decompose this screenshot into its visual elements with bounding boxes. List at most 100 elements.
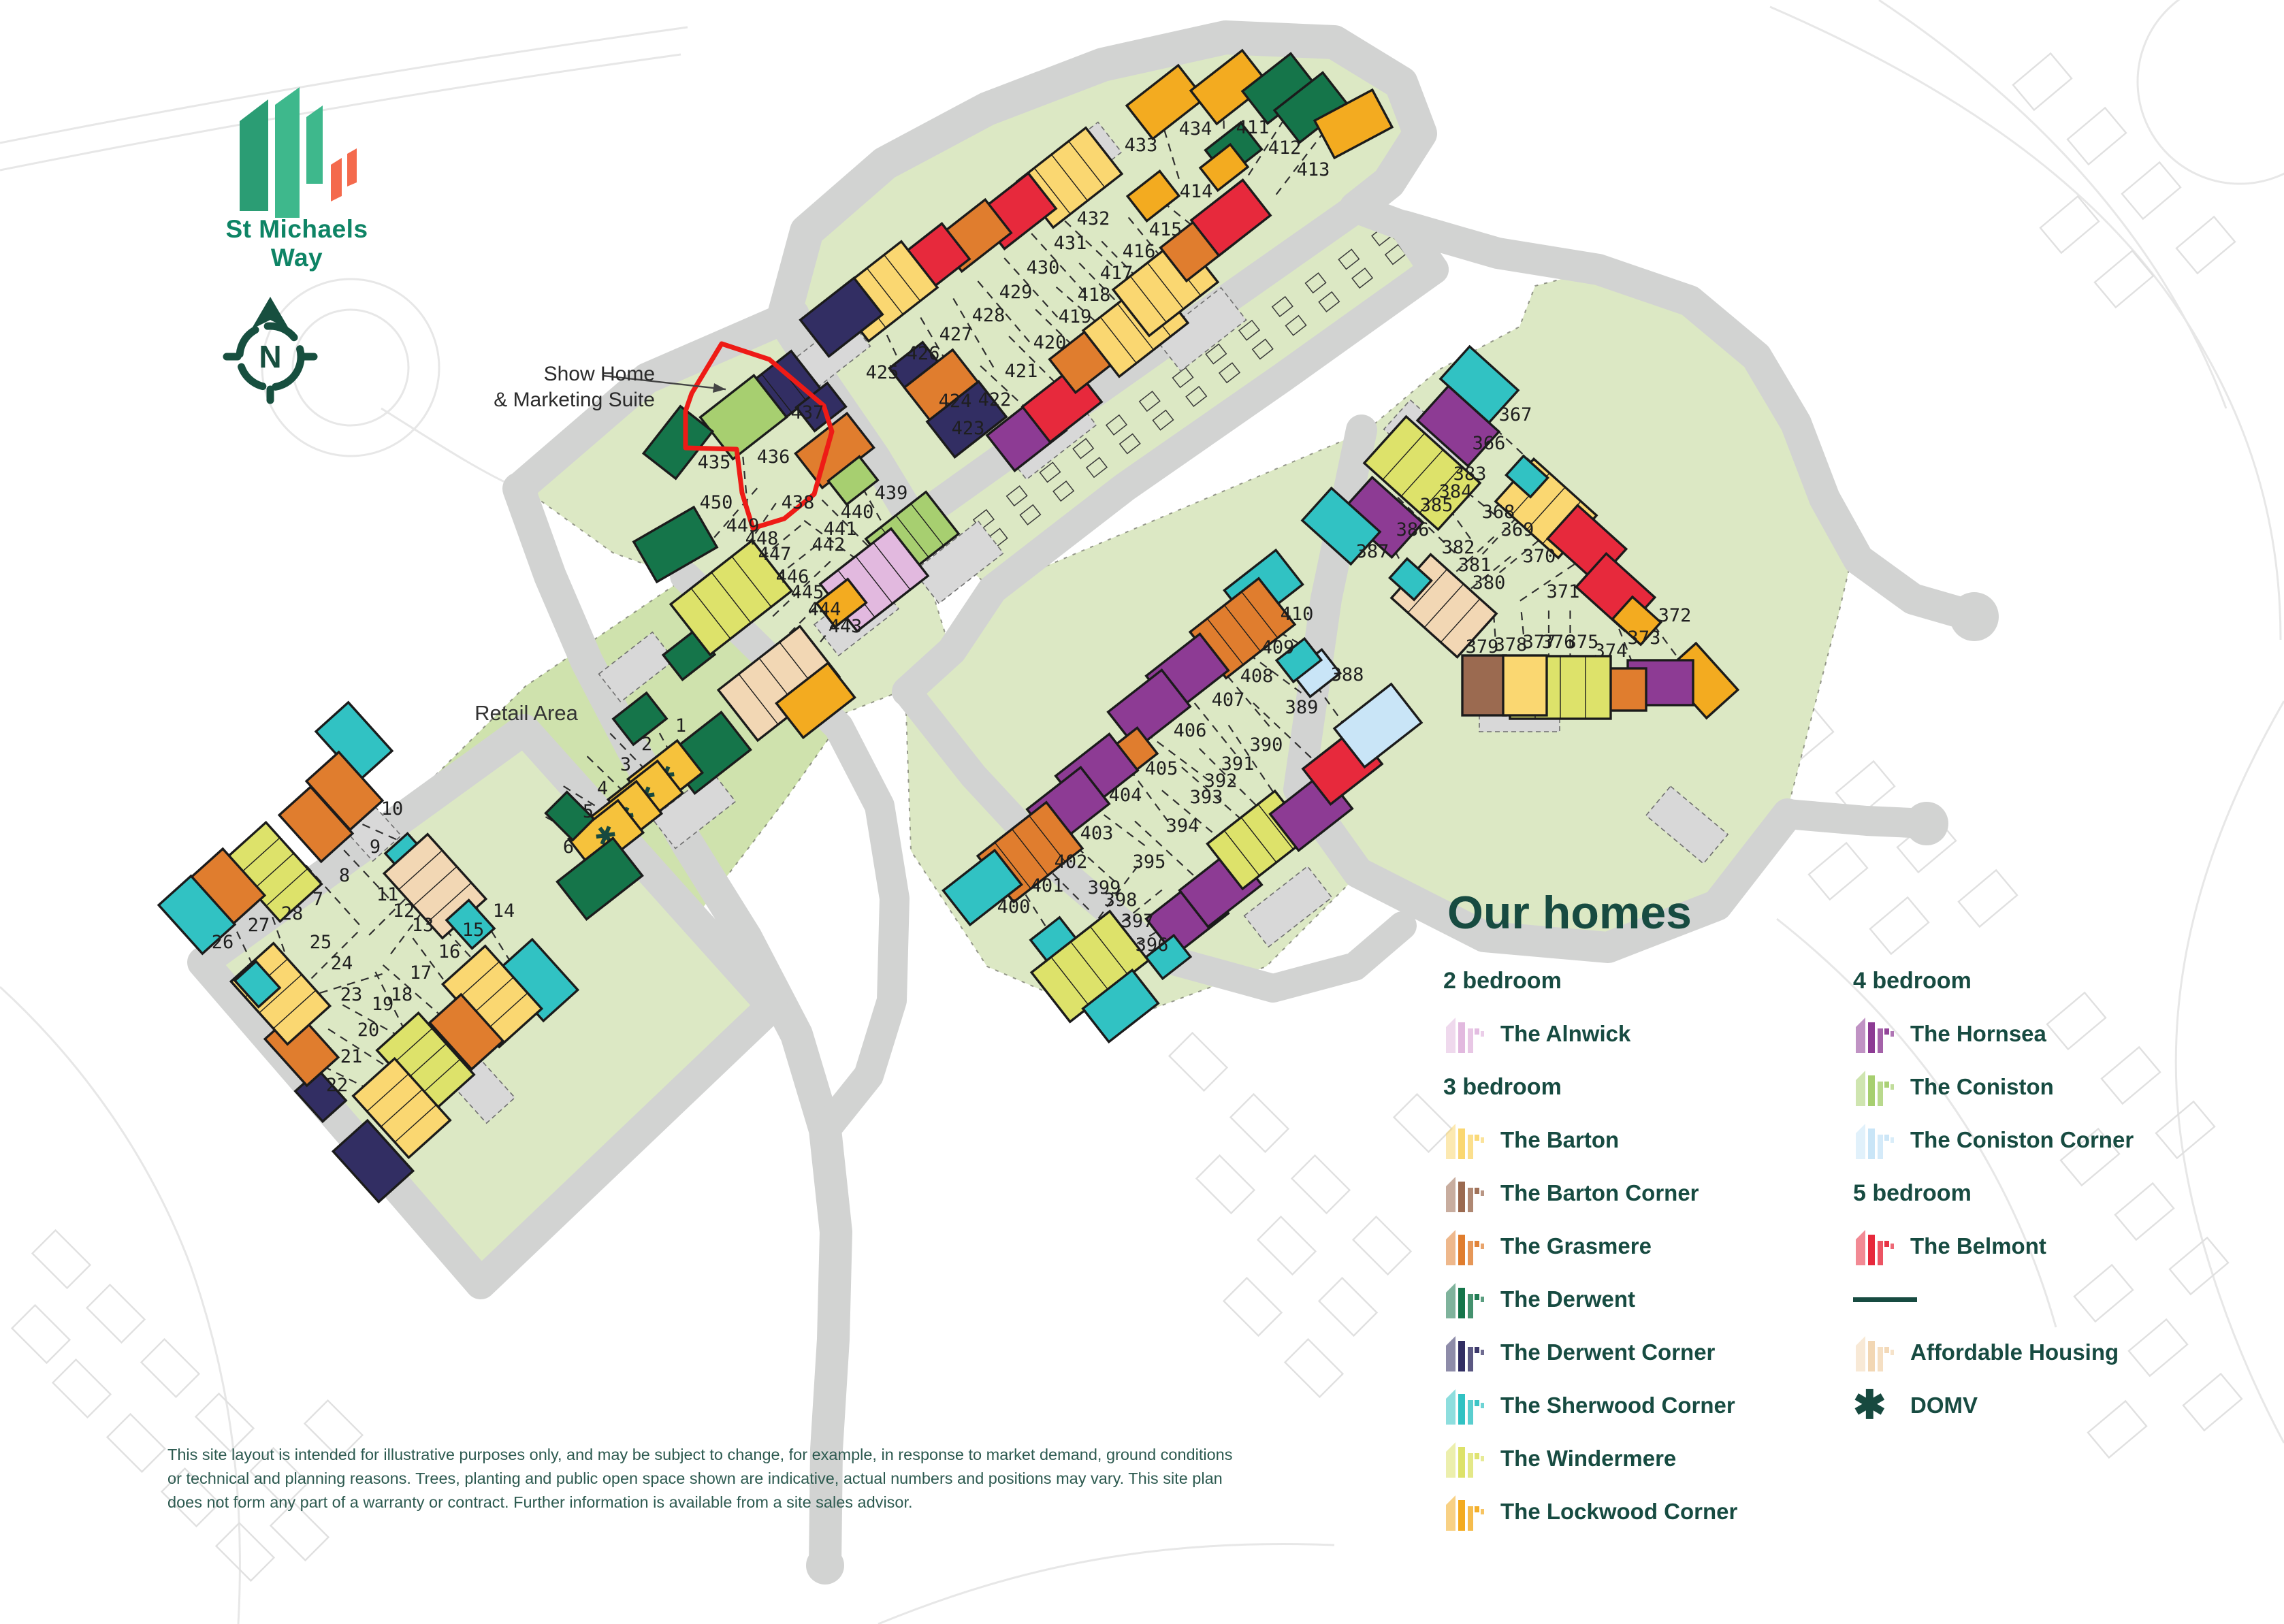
plot-number: 368 [1482, 502, 1515, 523]
legend-item-label: The Grasmere [1500, 1233, 1652, 1258]
plot-number: 402 [1055, 851, 1088, 873]
house-derwent-corner [331, 1118, 415, 1204]
plot-number: 398 [1104, 890, 1138, 911]
plot-number: 10 [381, 798, 404, 819]
house-type-icon [1446, 1018, 1484, 1053]
show-home-label: Show Home & Marketing Suite [453, 361, 655, 413]
legend-item-label: The Sherwood Corner [1500, 1393, 1735, 1418]
plot-number: 382 [1442, 537, 1475, 558]
house-sherwood [1388, 557, 1433, 602]
plot-number: 425 [866, 362, 899, 383]
compass-icon: N [223, 297, 318, 404]
asterisk-icon: ✱ [1853, 1383, 1886, 1427]
plot-number: 5 [583, 801, 594, 822]
disclaimer-line: does not form any part of a warranty or … [167, 1493, 913, 1511]
plot-number: 412 [1268, 137, 1302, 159]
plot-number: 417 [1100, 263, 1133, 284]
house-windermere [669, 538, 794, 657]
legend-divider [1853, 1273, 2234, 1326]
plot-number: 408 [1240, 666, 1274, 687]
house-type-icon [1856, 1071, 1894, 1106]
plot-number: 19 [372, 994, 394, 1015]
legend-item-label: The Lockwood Corner [1500, 1499, 1738, 1524]
disclaimer-line: This site layout is intended for illustr… [167, 1446, 1233, 1463]
plot-number: 1 [675, 715, 686, 736]
legend-item-label: The Coniston [1910, 1074, 2054, 1099]
plot-number: 431 [1054, 233, 1087, 254]
house-type-icon [1856, 1124, 1894, 1159]
plot-number: 435 [698, 452, 731, 473]
plot-number: 9 [370, 837, 381, 858]
legend-item: The Hornsea [1853, 1007, 2234, 1060]
plot-number: 13 [412, 915, 434, 936]
house-lockwood [1198, 142, 1250, 193]
plot-number: 399 [1088, 877, 1121, 898]
house-lockwood [1125, 63, 1206, 141]
divider-line [1853, 1297, 1917, 1302]
site-logo-icon [240, 87, 357, 218]
house-grasmere [428, 992, 505, 1071]
plot-number: 7 [312, 889, 323, 910]
plot-number: 442 [812, 534, 846, 555]
show-home-line2: & Marketing Suite [494, 389, 655, 411]
house-coniston [826, 455, 880, 506]
plot-number: 367 [1499, 404, 1532, 425]
plot-number: 26 [212, 932, 234, 953]
plot-number: 23 [340, 984, 363, 1005]
plot-number: 387 [1356, 541, 1389, 562]
plot-number: 380 [1473, 572, 1506, 594]
plot-number: 439 [875, 483, 908, 504]
legend-item: The Belmont [1853, 1220, 2234, 1273]
legend-item-label: The Windermere [1500, 1446, 1677, 1471]
legend-item-label: The Alnwick [1500, 1021, 1631, 1046]
plot-number: 14 [493, 900, 515, 922]
legend-item: The Derwent [1443, 1273, 1853, 1326]
house-lockwood [1313, 88, 1394, 160]
plot-number: 392 [1204, 770, 1238, 792]
legend-item-label: The Derwent [1500, 1286, 1636, 1312]
plot-number: 369 [1501, 519, 1534, 540]
house-sherwood [1505, 454, 1549, 499]
house-type-icon [1446, 1336, 1484, 1371]
plot-number: 438 [782, 492, 815, 513]
legend-item: The Windermere [1443, 1432, 1853, 1485]
house-type-icon [1446, 1442, 1484, 1478]
plot-number: 378 [1494, 634, 1528, 655]
legend-item-label: Affordable Housing [1910, 1339, 2119, 1365]
plot-number: 401 [1031, 875, 1064, 896]
plot-number: 449 [726, 515, 760, 536]
plot-number: 404 [1109, 785, 1142, 806]
plot-number: 21 [340, 1046, 363, 1067]
legend-item-label: The Hornsea [1910, 1021, 2046, 1046]
plots-366-387: 3673663833843853863873683693703713723733… [1356, 404, 1692, 662]
legend-item-domv: ✱DOMV [1853, 1379, 2234, 1432]
plot-number: 28 [281, 903, 304, 924]
disclaimer: This site layout is intended for illustr… [167, 1443, 1232, 1514]
plot-number: 446 [776, 566, 809, 587]
plot-number: 440 [841, 502, 874, 523]
plot-number: 379 [1466, 636, 1499, 657]
house-lockwood [815, 577, 868, 629]
plot-number: 22 [326, 1075, 349, 1096]
plot-number: 444 [808, 599, 841, 620]
plot-number: 386 [1396, 519, 1430, 540]
legend-item: The Coniston [1853, 1060, 2234, 1114]
plot-number: 407 [1212, 689, 1245, 711]
house-windermere [1362, 415, 1482, 532]
plot-number: 419 [1059, 306, 1092, 327]
plot-number: 413 [1297, 159, 1330, 180]
house-sherwood [942, 848, 1023, 927]
compass-north-letter: N [259, 339, 281, 374]
legend-item-label: The Belmont [1910, 1233, 2046, 1258]
house-coniston [698, 374, 788, 461]
house-sherwood [233, 960, 282, 1009]
house-type-icon [1446, 1495, 1484, 1531]
houses: ✱✱✱✱ [157, 48, 1740, 1204]
house-hornsea [1106, 668, 1192, 750]
house-sherwood [1144, 933, 1193, 981]
house-lockwood [1125, 169, 1181, 223]
house-lockwood [1189, 48, 1270, 126]
plot-number: 410 [1281, 604, 1314, 625]
plot-number: 391 [1221, 753, 1255, 775]
